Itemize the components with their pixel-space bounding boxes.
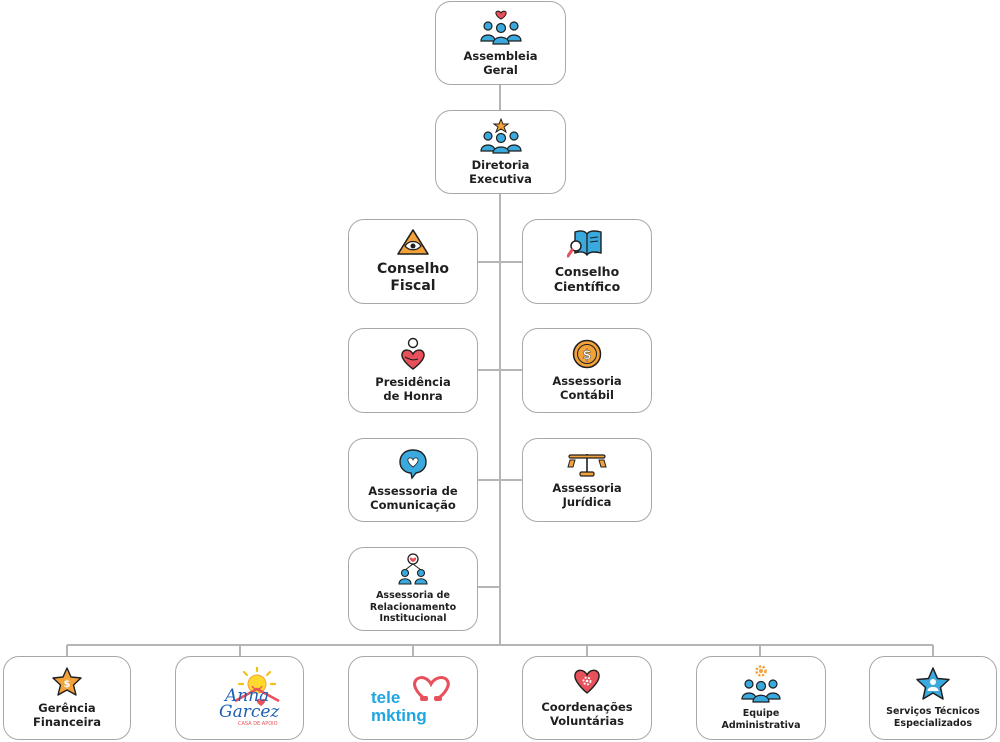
book-magnifier-icon xyxy=(567,230,602,258)
node-assessoria-juridica: Assessoria Jurídica xyxy=(522,438,652,522)
node-coordenacoes-voluntarias: Coordenações Voluntárias xyxy=(522,656,652,740)
node-assessoria-de-relacionamento-institucional: Assessoria de Relacionamento Institucion… xyxy=(348,547,478,631)
node-assessoria-contabil: $ Assessoria Contábil xyxy=(522,328,652,413)
node-diretoria-executiva: Diretoria Executiva xyxy=(435,110,566,194)
people-gear-icon xyxy=(741,665,781,703)
sun-house-logo-icon: Anna Garcez CASA DE APOIO xyxy=(219,667,280,727)
node-conselho-cientifico: Conselho Científico xyxy=(522,219,652,304)
label-conselho-cientifico: Conselho Científico xyxy=(553,264,621,294)
label-servicos-tecnicos-especializados: Serviços Técnicos Especializados xyxy=(886,706,980,729)
logo-anna: Anna xyxy=(223,686,269,706)
label-assessoria-de-relacionamento-institucional: Assessoria de Relacionamento Institucion… xyxy=(369,590,457,625)
heart-gear-icon xyxy=(574,669,600,694)
svg-text:$: $ xyxy=(64,679,71,690)
node-gerencia-financeira: $ Gerência Financeira xyxy=(3,656,131,740)
node-equipe-administrativa: Equipe Administrativa xyxy=(696,656,826,740)
node-conselho-fiscal: Conselho Fiscal xyxy=(348,219,478,304)
svg-text:$: $ xyxy=(582,348,591,363)
label-presidencia-de-honra: Presidência de Honra xyxy=(375,375,451,403)
network-people-icon xyxy=(398,553,428,585)
people-star-icon xyxy=(479,117,522,154)
label-equipe-administrativa: Equipe Administrativa xyxy=(721,708,801,731)
star-dollar-icon: $ xyxy=(52,667,82,696)
logo-tele: tele xyxy=(371,688,400,707)
eye-triangle-icon xyxy=(397,229,429,256)
label-diretoria-executiva: Diretoria Executiva xyxy=(469,157,532,186)
node-assessoria-de-comunicacao: Assessoria de Comunicação xyxy=(348,438,478,522)
phone-heart-logo-icon: tele mkting xyxy=(371,676,450,725)
label-assessoria-contabil: Assessoria Contábil xyxy=(552,374,622,402)
node-telemkting-logo: tele mkting xyxy=(348,656,478,740)
coin-dollar-icon: $ xyxy=(572,339,602,369)
chat-heart-icon xyxy=(399,449,427,480)
people-heart-icon xyxy=(479,10,522,45)
node-servicos-tecnicos-especializados: Serviços Técnicos Especializados xyxy=(869,656,997,740)
label-assessoria-juridica: Assessoria Jurídica xyxy=(552,480,622,509)
node-assembleia-geral: Assembleia Geral xyxy=(435,1,566,85)
label-assembleia-geral: Assembleia Geral xyxy=(463,48,538,77)
node-presidencia-de-honra: Presidência de Honra xyxy=(348,328,478,413)
label-gerencia-financeira: Gerência Financeira xyxy=(33,700,101,729)
label-coordenacoes-voluntarias: Coordenações Voluntárias xyxy=(541,699,633,728)
logo-garcez: Garcez xyxy=(219,702,280,722)
label-conselho-fiscal: Conselho Fiscal xyxy=(376,261,450,294)
label-assessoria-de-comunicacao: Assessoria de Comunicação xyxy=(368,483,458,512)
logo-mkting: mkting xyxy=(371,706,427,725)
person-heart-icon xyxy=(401,338,425,371)
node-anna-garcez-logo: Anna Garcez CASA DE APOIO xyxy=(175,656,304,740)
logo-casa-de-apoio: CASA DE APOIO xyxy=(238,721,278,727)
star-person-icon xyxy=(916,667,950,700)
scales-icon xyxy=(567,453,607,477)
